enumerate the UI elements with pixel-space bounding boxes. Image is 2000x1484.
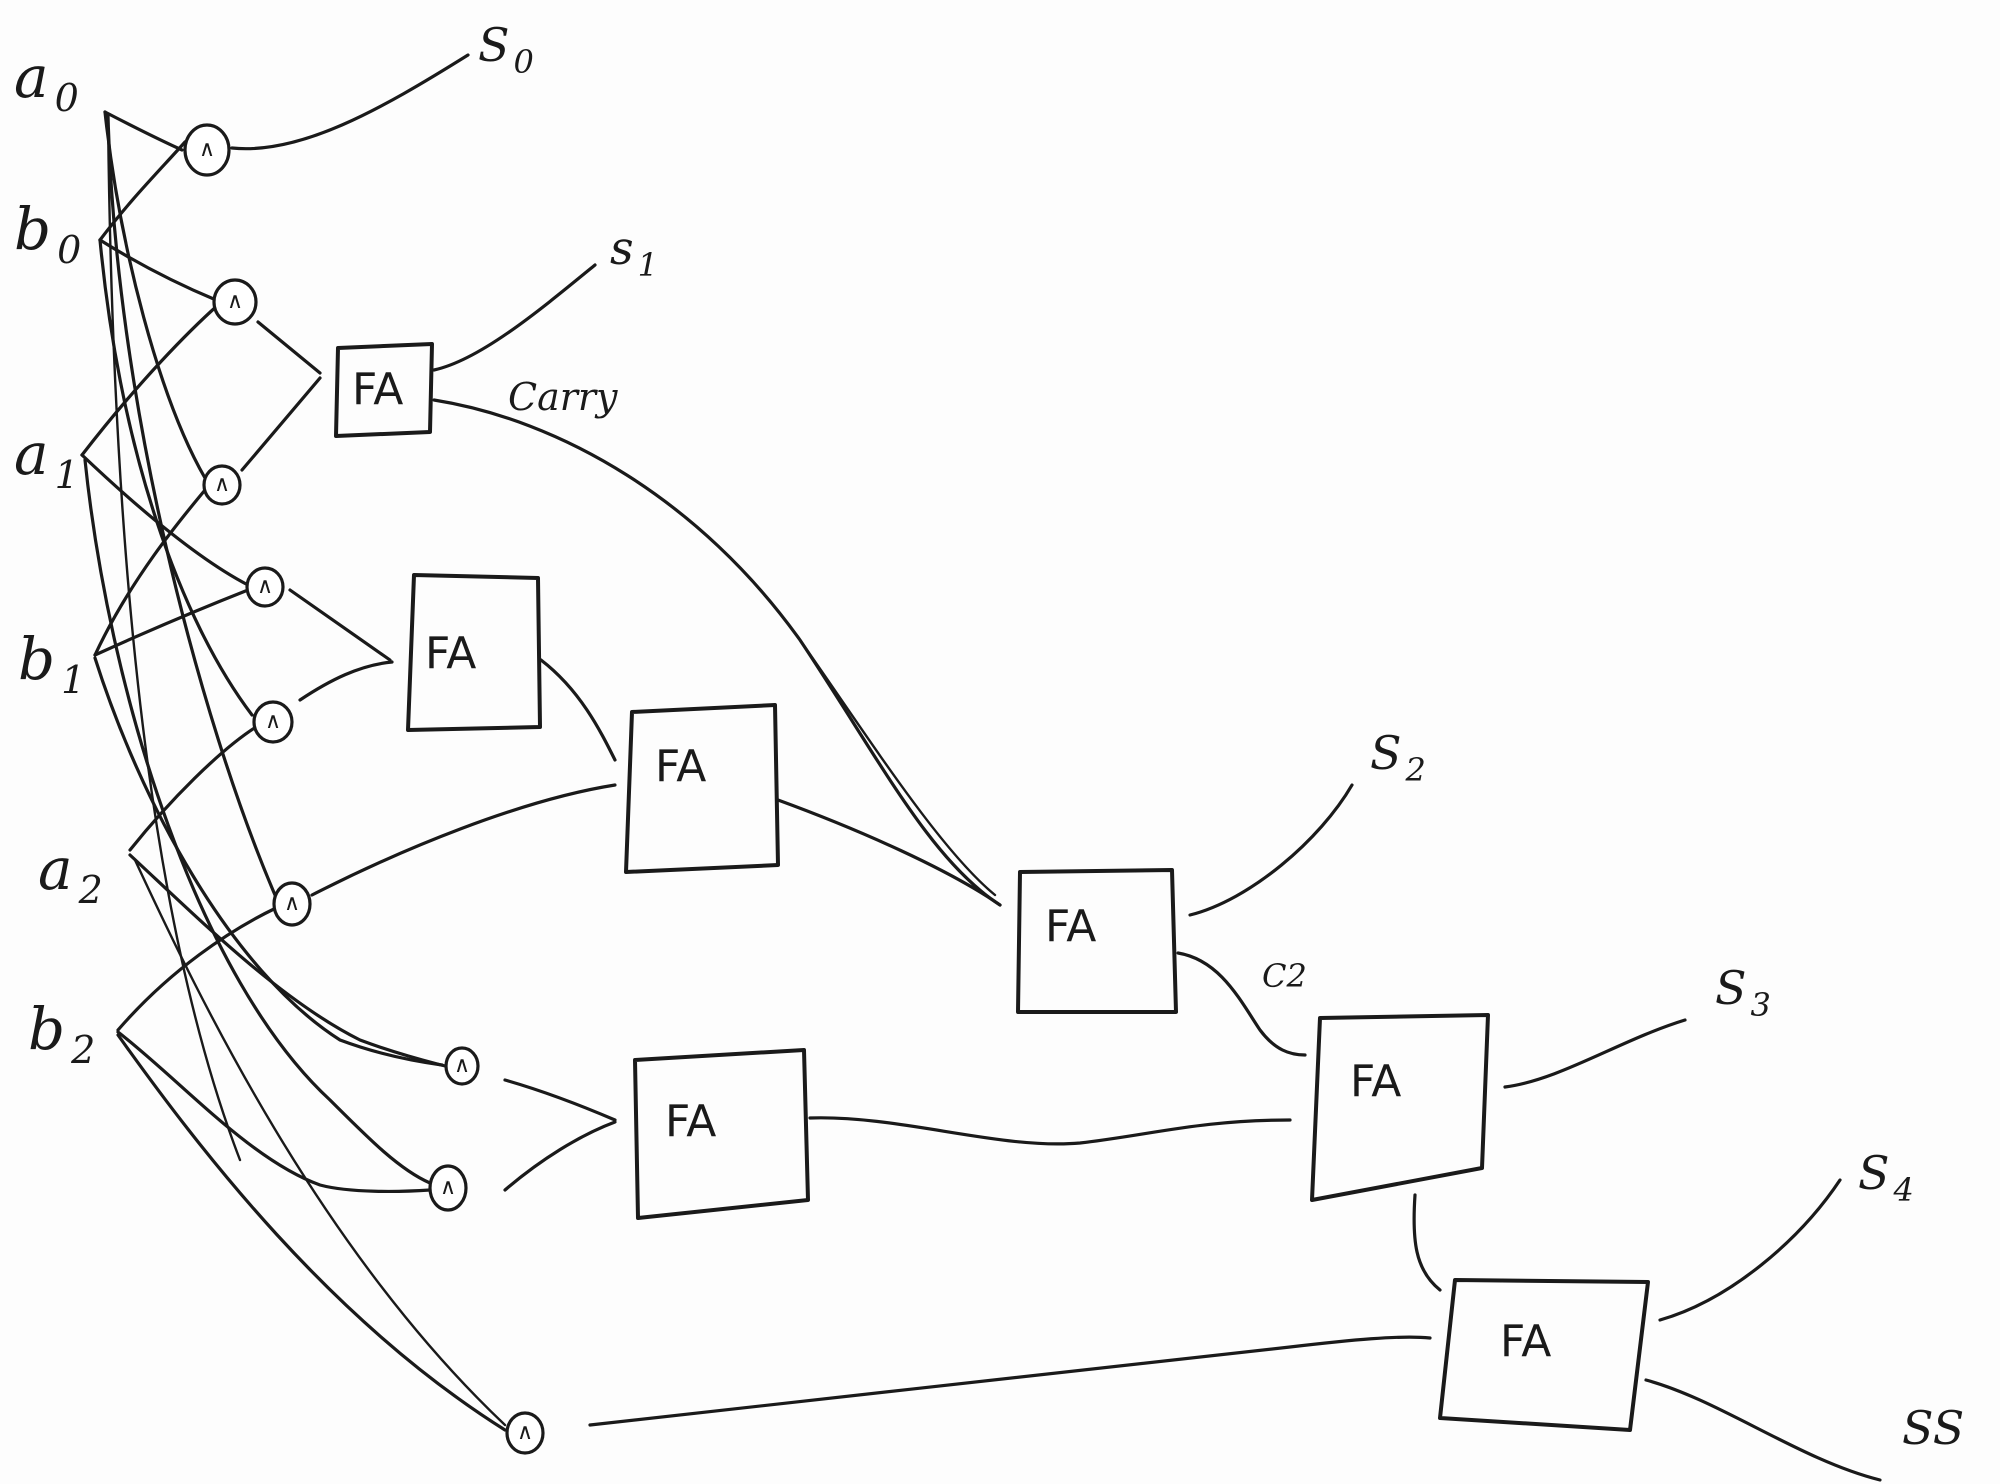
wire-carry-alt — [798, 638, 997, 897]
and-gate-a0b1 — [202, 464, 242, 506]
wire-b1-g_a0b1 — [93, 488, 207, 657]
wire-g_a2b0-fa2 — [298, 660, 394, 702]
input-wires — [80, 110, 507, 1432]
and-gate-a0b0 — [183, 123, 231, 177]
wire-fa6-fa7 — [1412, 1193, 1442, 1292]
wire-g_a2b2-fa7 — [588, 1335, 1432, 1427]
wire-a1-g_a1b0 — [80, 303, 220, 457]
wire-fa7-s4 — [1658, 1178, 1842, 1322]
wire-a2-g_a2b0 — [128, 725, 258, 852]
wire-a1-g_a1b1 — [80, 453, 250, 587]
and-gate-a2b0 — [252, 700, 294, 744]
fa2-box — [406, 573, 542, 732]
wire-fa1-s1 — [432, 263, 597, 372]
fa5-box — [633, 1048, 810, 1220]
and-symbol: ∧ — [198, 137, 216, 162]
wire-fa5-fa6 — [808, 1116, 1292, 1146]
wire-fa1-carry-fa4 — [432, 398, 1002, 907]
wire-fa4-c2-fa6 — [1176, 951, 1307, 1057]
wire-g_a1b0-fa1 — [256, 320, 322, 375]
and-symbol: ∧ — [256, 574, 274, 599]
and-gate-a1b0 — [212, 278, 258, 326]
and-gate-a2b2 — [505, 1411, 545, 1455]
and-symbol: ∧ — [283, 891, 301, 916]
and-gates — [183, 123, 545, 1455]
wire-fa3-fa4 — [776, 798, 1002, 907]
wire-a2-g_a2b2 — [133, 858, 507, 1427]
wire-b0-g_a0b0 — [98, 140, 187, 242]
wire-g_a1b1-fa2 — [288, 588, 392, 662]
and-gate-a0b2 — [272, 881, 312, 927]
fa1-box — [334, 342, 434, 438]
wire-a2-g_a2b1 — [128, 853, 447, 1068]
wire-b2-g_a2b2 — [116, 1033, 507, 1432]
wire-a1-g_a1b2 — [83, 458, 432, 1185]
fa6-box — [1310, 1013, 1490, 1202]
wire-b1-g_a1b1 — [93, 588, 250, 657]
wire-g_a1b2-fa5 — [503, 1120, 617, 1192]
and-symbol: ∧ — [453, 1053, 471, 1078]
and-symbol: ∧ — [226, 289, 244, 314]
and-symbol: ∧ — [264, 709, 282, 734]
and-gate-a1b1 — [245, 566, 285, 608]
wire-b0-g_a1b0 — [98, 238, 218, 302]
and-symbol: ∧ — [516, 1420, 534, 1445]
wire-a0-g_a0b0 — [103, 110, 184, 152]
c2-annotation: C2 — [1262, 957, 1307, 995]
internal-wires — [230, 53, 1882, 1482]
fa3-label: FA — [655, 741, 707, 792]
wire-fa7-s5 — [1644, 1378, 1882, 1482]
fa5-label: FA — [665, 1096, 717, 1147]
output-label-s5: SS — [1902, 1401, 1965, 1455]
wire-fa4-s2 — [1188, 783, 1354, 917]
wire-b2-g_a1b2 — [116, 1030, 432, 1194]
wire-g_a0b1-fa1 — [240, 376, 322, 472]
and-symbol: ∧ — [439, 1175, 457, 1200]
wire-b2-g_a0b2 — [116, 906, 278, 1032]
fa6-label: FA — [1350, 1056, 1402, 1107]
wire-a0-g_a0b1 — [103, 110, 207, 480]
fa3-box — [624, 703, 780, 874]
fa4-label: FA — [1045, 901, 1097, 952]
wire-g_a0b0-s0 — [230, 53, 470, 151]
and-gate-a2b1 — [444, 1046, 480, 1086]
fa4-box — [1016, 868, 1178, 1014]
and-gate-a1b2 — [428, 1164, 468, 1212]
fa1-label: FA — [352, 364, 404, 415]
carry-annotation: Carry — [508, 375, 618, 419]
wire-fa6-s3 — [1503, 1018, 1687, 1089]
fa2-label: FA — [425, 628, 477, 679]
wire-fa2-fa3 — [539, 658, 617, 762]
fa7-box — [1438, 1278, 1650, 1432]
wire-a0-bus-1 — [106, 113, 242, 1162]
wire-g_a0b2-fa3 — [310, 783, 617, 897]
and-symbol: ∧ — [213, 472, 231, 497]
fa7-label: FA — [1500, 1316, 1552, 1367]
wire-g_a2b1-fa5 — [503, 1078, 617, 1122]
full-adders — [334, 342, 1650, 1432]
